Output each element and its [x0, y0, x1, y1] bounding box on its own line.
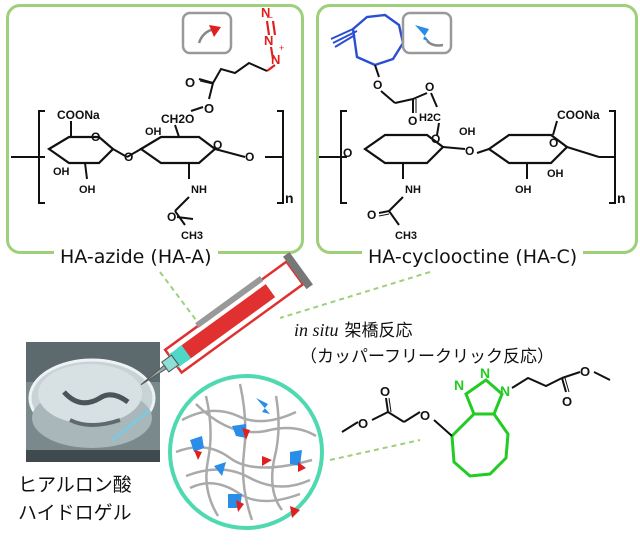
svg-text:NH: NH	[191, 184, 207, 196]
hydrogel-photo	[26, 342, 160, 462]
svg-text:CH3: CH3	[181, 230, 203, 242]
ha-azide-structure: – N N + N O O CH2O n COONa O OH OH O OH …	[11, 5, 294, 242]
cyclooctine-icon	[415, 25, 431, 43]
crosslink-text: 架橋反応	[344, 321, 413, 341]
svg-text:OH: OH	[145, 126, 162, 138]
svg-text:O: O	[373, 78, 382, 92]
svg-text:O: O	[91, 130, 100, 144]
svg-text:+: +	[279, 43, 284, 53]
svg-text:OH: OH	[547, 168, 564, 180]
svg-text:n: n	[285, 190, 294, 206]
gel-network-circle	[168, 374, 324, 530]
triazole-product-structure: N N N O O O O O	[341, 364, 611, 478]
svg-text:N: N	[271, 52, 280, 67]
svg-text:O: O	[358, 416, 368, 431]
ha-cyclooctine-structure: O O O H2C n O O NH O CH3 OH O	[319, 11, 626, 242]
svg-text:O: O	[580, 364, 590, 379]
svg-text:O: O	[431, 132, 440, 146]
ha-cyclooctine-caption: HA-cyclooctine (HA-C)	[362, 246, 584, 268]
svg-text:O: O	[420, 408, 430, 423]
azide-triangle-icon	[209, 25, 221, 37]
svg-text:O: O	[425, 80, 434, 94]
svg-text:O: O	[213, 138, 222, 152]
svg-text:OH: OH	[79, 184, 96, 196]
svg-text:OH: OH	[53, 166, 70, 178]
svg-text:O: O	[343, 146, 352, 160]
hydrogel-label-line1: ヒアルロン酸	[18, 474, 132, 496]
svg-text:O: O	[185, 75, 195, 90]
svg-text:N: N	[261, 7, 270, 20]
svg-text:CH2O: CH2O	[161, 112, 194, 126]
hydrogel-label-line2: ハイドロゲル	[18, 502, 132, 524]
svg-text:O: O	[562, 394, 572, 409]
svg-text:COONa: COONa	[57, 108, 100, 122]
svg-text:–: –	[267, 12, 273, 23]
svg-text:O: O	[367, 208, 376, 222]
svg-text:CH3: CH3	[395, 230, 417, 242]
copper-free-click-label: （カッパーフリークリック反応）	[300, 347, 554, 367]
svg-text:N: N	[480, 365, 490, 381]
svg-text:OH: OH	[515, 184, 532, 196]
in-situ-text: in situ	[294, 320, 339, 340]
ha-cyclooctine-panel: O O O H2C n O O NH O CH3 OH O	[316, 4, 638, 254]
svg-text:O: O	[549, 136, 558, 150]
cyclooctine-icon-box	[401, 11, 453, 55]
svg-text:N: N	[500, 383, 510, 399]
ha-azide-caption: HA-azide (HA-A)	[54, 246, 218, 268]
svg-text:O: O	[167, 210, 176, 224]
svg-text:OH: OH	[459, 126, 476, 138]
svg-text:NH: NH	[405, 184, 421, 196]
syringe-icon	[140, 252, 313, 386]
svg-text:N: N	[454, 377, 464, 393]
svg-text:O: O	[465, 144, 474, 158]
svg-text:O: O	[380, 384, 390, 399]
svg-text:O: O	[408, 114, 417, 128]
svg-text:H2C: H2C	[419, 112, 441, 124]
svg-text:COONa: COONa	[557, 108, 600, 122]
svg-text:O: O	[204, 101, 214, 116]
svg-text:O: O	[245, 150, 254, 164]
svg-text:n: n	[617, 190, 626, 206]
ha-azide-panel: – N N + N O O CH2O n COONa O OH OH O OH …	[6, 4, 304, 254]
svg-text:N: N	[264, 33, 273, 48]
